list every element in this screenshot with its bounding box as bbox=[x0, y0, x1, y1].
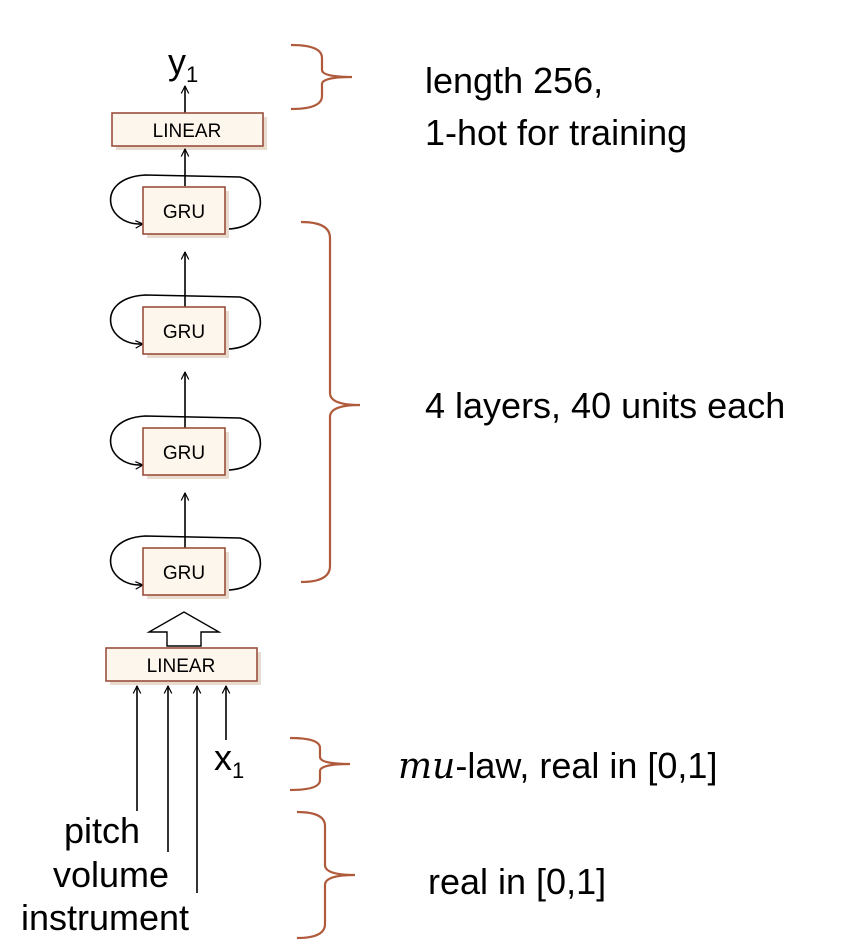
gru-1-label: GRU bbox=[163, 563, 205, 584]
linear-top-layer: LINEAR bbox=[111, 112, 267, 150]
linear-bottom-label: LINEAR bbox=[147, 656, 216, 677]
gru-2-label: GRU bbox=[163, 443, 205, 464]
gru-layer-3: GRU bbox=[109, 294, 262, 358]
gru-4-label: GRU bbox=[163, 202, 205, 223]
input-label: x1 bbox=[214, 737, 244, 783]
volume-label: volume bbox=[53, 854, 169, 895]
mu-law-annotation: mu-law, real in [0,1] bbox=[398, 745, 717, 787]
output-annotation-line1: length 256, bbox=[425, 60, 603, 101]
linear-bottom-layer: LINEAR bbox=[105, 647, 261, 685]
gru-stack-brace bbox=[300, 220, 361, 584]
linear-top-label: LINEAR bbox=[153, 121, 222, 142]
output-brace bbox=[290, 43, 353, 111]
gru-stack-annotation: 4 layers, 40 units each bbox=[425, 385, 785, 426]
gru-4-recurrent-loop bbox=[109, 174, 262, 230]
instrument-label: instrument bbox=[21, 897, 189, 938]
linear-to-gru-block-arrow bbox=[146, 611, 222, 647]
real-annotation: real in [0,1] bbox=[428, 861, 606, 902]
pitch-label: pitch bbox=[64, 810, 140, 851]
output-label: y1 bbox=[168, 41, 198, 87]
gru-layer-4: GRU bbox=[109, 174, 262, 238]
gru-3-recurrent-loop bbox=[109, 294, 262, 350]
gru-2-recurrent-loop bbox=[109, 415, 262, 471]
gru-layer-2: GRU bbox=[109, 415, 262, 479]
x1-brace bbox=[289, 736, 351, 792]
output-annotation-line2: 1-hot for training bbox=[425, 112, 687, 153]
gru-1-recurrent-loop bbox=[109, 535, 262, 591]
inputs-brace bbox=[296, 810, 356, 940]
gru-3-label: GRU bbox=[163, 322, 205, 343]
gru-layer-1: GRU bbox=[109, 535, 262, 599]
